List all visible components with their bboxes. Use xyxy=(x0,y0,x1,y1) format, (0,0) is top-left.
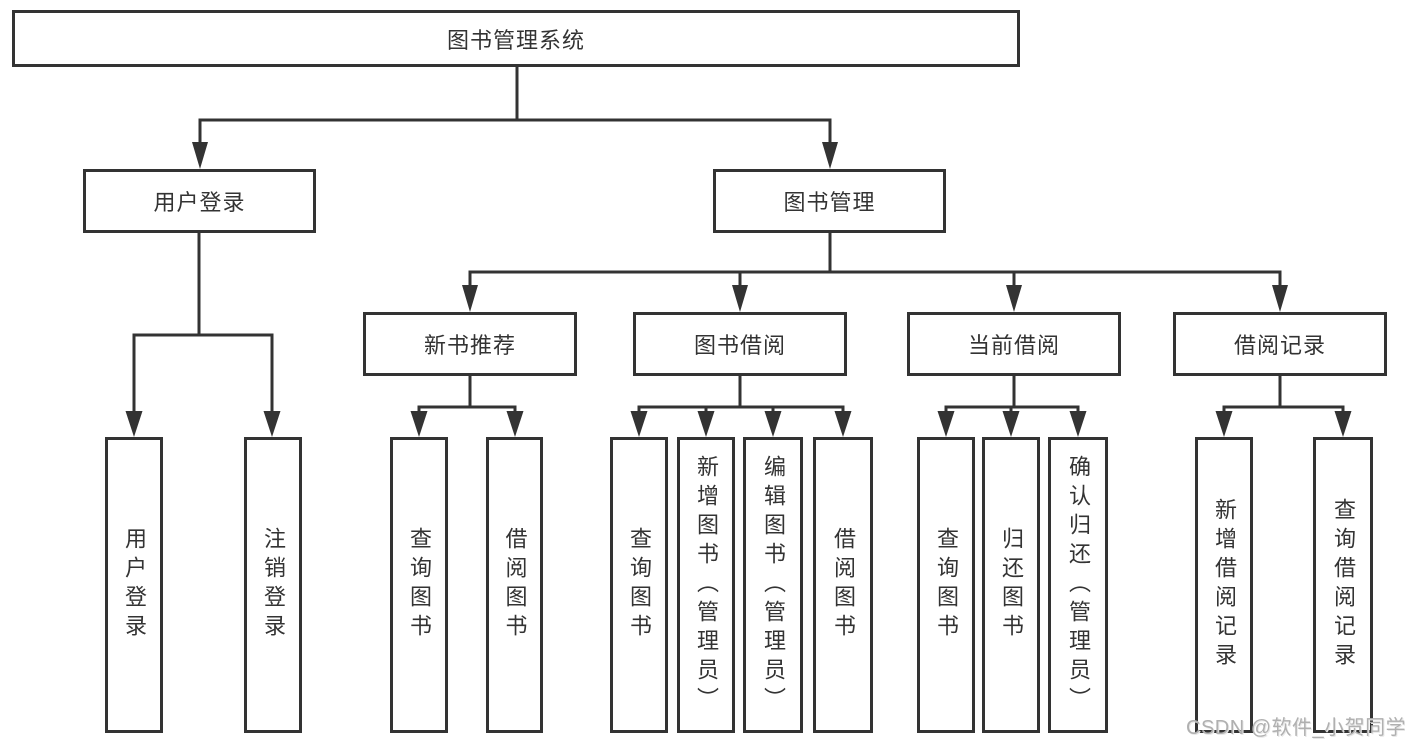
arrowheads xyxy=(125,142,1352,437)
node-book-management-label: 图书管理 xyxy=(783,190,876,215)
node-user-login-label: 用户登录 xyxy=(153,190,246,215)
node-user-login: 用户登录 xyxy=(83,169,316,233)
leaf-borrowing-borrow-book: 借阅图书 xyxy=(813,437,873,733)
leaf-logout: 注销登录 xyxy=(244,437,302,733)
node-book-borrowing: 图书借阅 xyxy=(633,312,847,376)
leaf-borrowing-borrow-book-label: 借阅图书 xyxy=(831,527,856,643)
leaf-current-return-book-label: 归还图书 xyxy=(999,527,1024,643)
leaf-record-query: 查询借阅记录 xyxy=(1313,437,1373,733)
leaf-borrowing-query-book: 查询图书 xyxy=(610,437,668,733)
node-root-label: 图书管理系统 xyxy=(446,27,585,53)
leaf-user-login-label: 用户登录 xyxy=(122,527,147,643)
leaf-recommend-borrow-book-label: 借阅图书 xyxy=(502,527,528,643)
leaf-borrowing-add-book: 新增图书（管理员） xyxy=(677,437,735,733)
leaf-logout-label: 注销登录 xyxy=(261,527,286,643)
leaf-borrowing-add-book-label: 新增图书（管理员） xyxy=(694,454,719,716)
leaf-recommend-query-book-label: 查询图书 xyxy=(407,527,432,643)
leaf-current-confirm-return-label: 确认归还（管理员） xyxy=(1066,454,1091,716)
leaf-recommend-query-book: 查询图书 xyxy=(390,437,448,733)
node-book-borrowing-label: 图书借阅 xyxy=(693,333,786,358)
node-current-borrowing-label: 当前借阅 xyxy=(967,333,1060,358)
connector-lines xyxy=(132,67,1345,414)
leaf-record-query-label: 查询借阅记录 xyxy=(1331,498,1356,672)
node-book-management: 图书管理 xyxy=(713,169,946,233)
node-new-book-recommend-label: 新书推荐 xyxy=(423,333,516,358)
leaf-recommend-borrow-book: 借阅图书 xyxy=(486,437,543,733)
node-new-book-recommend: 新书推荐 xyxy=(363,312,577,376)
leaf-borrowing-query-book-label: 查询图书 xyxy=(627,527,652,643)
node-borrowing-records: 借阅记录 xyxy=(1173,312,1387,376)
csdn-watermark: CSDN @软件_小贺同学 xyxy=(1186,717,1405,739)
leaf-current-return-book: 归还图书 xyxy=(982,437,1040,733)
leaf-current-query-book-label: 查询图书 xyxy=(934,527,959,643)
leaf-current-query-book: 查询图书 xyxy=(917,437,975,733)
leaf-user-login: 用户登录 xyxy=(105,437,163,733)
leaf-current-confirm-return: 确认归还（管理员） xyxy=(1048,437,1108,733)
leaf-borrowing-edit-book: 编辑图书（管理员） xyxy=(743,437,803,733)
node-current-borrowing: 当前借阅 xyxy=(907,312,1121,376)
node-root: 图书管理系统 xyxy=(12,10,1020,67)
leaf-borrowing-edit-book-label: 编辑图书（管理员） xyxy=(761,454,786,716)
leaf-record-add: 新增借阅记录 xyxy=(1195,437,1253,733)
node-borrowing-records-label: 借阅记录 xyxy=(1233,333,1326,358)
leaf-record-add-label: 新增借阅记录 xyxy=(1212,498,1237,672)
